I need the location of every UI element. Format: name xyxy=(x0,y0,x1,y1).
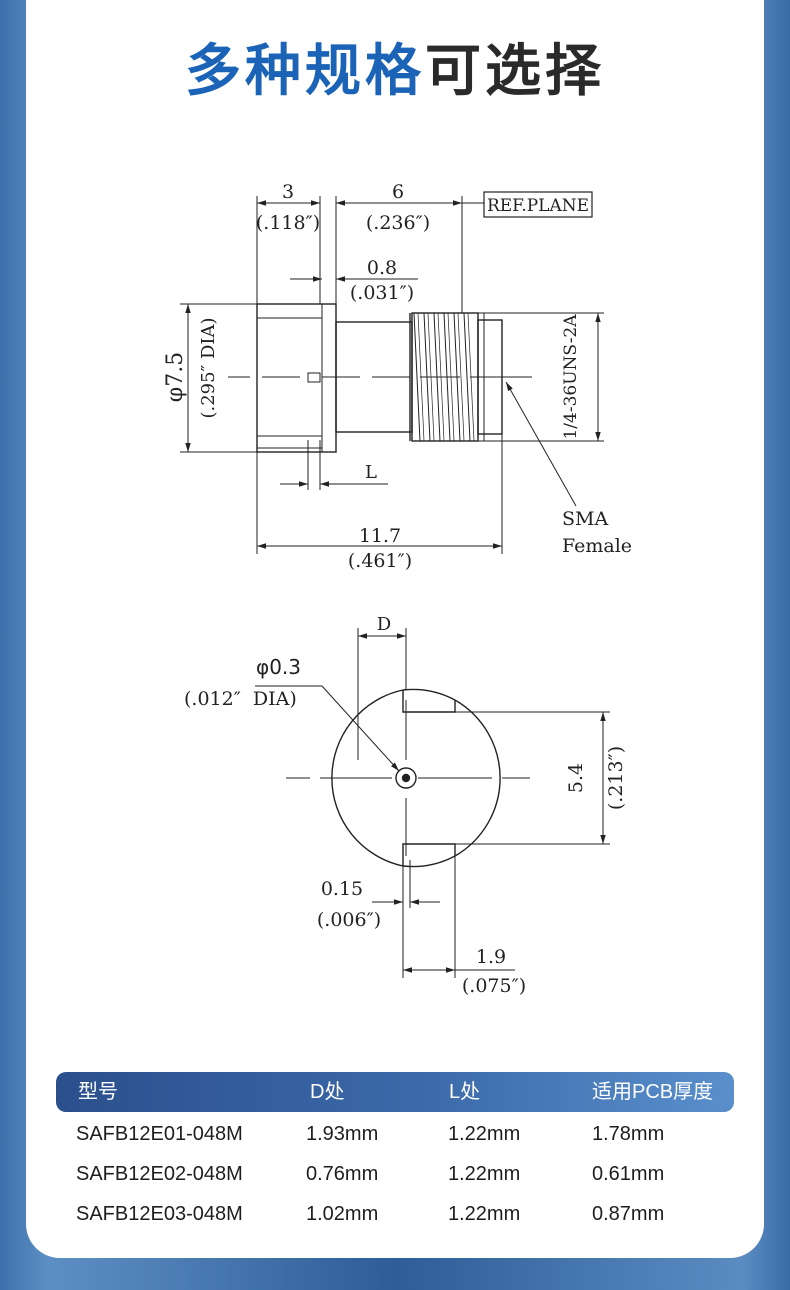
dim-slot-mm: 1.9 xyxy=(476,946,506,968)
cell-d: 1.02mm xyxy=(306,1203,379,1225)
front-view-labels: D φ0.3 (.012″ DIA) 5.4 (.213″) 0.15 (.00… xyxy=(184,614,627,997)
cell-pcb-thickness: 0.61mm xyxy=(592,1163,665,1185)
table-header: 型号 D处 L处 适用PCB厚度 xyxy=(56,1072,734,1112)
cell-model: SAFB12E01-048M xyxy=(76,1123,243,1145)
content-card xyxy=(26,0,764,1258)
header-l: L处 xyxy=(449,1081,481,1103)
sma-label: SMA xyxy=(562,508,608,530)
front-circle-right xyxy=(454,699,501,857)
cell-pcb-thickness: 0.87mm xyxy=(592,1203,665,1225)
cell-l: 1.22mm xyxy=(448,1203,521,1225)
title-highlight: 多种规格 xyxy=(185,39,425,104)
title-rest: 可选择 xyxy=(425,39,605,104)
dim-total-in: (.461″) xyxy=(348,550,412,572)
side-view-labels: 3 (.118″) 6 (.236″) REF.PLANE 0.8 (.031″… xyxy=(163,181,632,572)
header-pcb-thickness: 适用PCB厚度 xyxy=(592,1081,714,1103)
cell-l: 1.22mm xyxy=(448,1123,521,1145)
header-model: 型号 xyxy=(78,1081,118,1103)
thread-spec: 1/4-36UNS-2A xyxy=(561,314,581,440)
table-row: SAFB12E02-048M 0.76mm 1.22mm 0.61mm xyxy=(56,1152,734,1192)
dim-flange-in: (.118″) xyxy=(256,212,320,234)
pin-dia-in: (.012″ DIA) xyxy=(184,688,297,710)
table-row: SAFB12E01-048M 1.93mm 1.22mm 1.78mm xyxy=(56,1112,734,1152)
technical-drawing: 3 (.118″) 6 (.236″) REF.PLANE 0.8 (.031″… xyxy=(163,181,632,997)
female-label: Female xyxy=(562,535,632,557)
dim-d-label: D xyxy=(377,614,391,635)
dim-height-in: (.213″) xyxy=(605,746,627,810)
cell-model: SAFB12E03-048M xyxy=(76,1203,243,1225)
dim-total-mm: 11.7 xyxy=(359,525,401,547)
pin-dia-mm: φ0.3 xyxy=(256,655,301,679)
ref-plane-label: REF.PLANE xyxy=(487,196,589,216)
dia-mm: φ7.5 xyxy=(163,352,188,402)
dim-slot-in: (.075″) xyxy=(462,975,526,997)
cell-d: 0.76mm xyxy=(306,1163,379,1185)
table-row: SAFB12E03-048M 1.02mm 1.22mm 0.87mm xyxy=(56,1192,734,1232)
side-view xyxy=(180,196,604,554)
page-title: 多种规格可选择 xyxy=(0,26,790,107)
flange-outline xyxy=(256,303,337,453)
dim-gap-in: (.006″) xyxy=(317,909,381,931)
dia-in: (.295″ DIA) xyxy=(198,317,219,418)
cell-l: 1.22mm xyxy=(448,1163,521,1185)
front-view xyxy=(255,628,610,978)
ref-plane-box xyxy=(483,191,593,218)
dim-gap-mm: 0.15 xyxy=(321,878,363,900)
dim-step-in: (.031″) xyxy=(350,282,414,304)
spec-table: 型号 D处 L处 适用PCB厚度 SAFB12E01-048M 1.93mm 1… xyxy=(56,1072,734,1232)
cell-d: 1.93mm xyxy=(306,1123,379,1145)
dim-step-mm: 0.8 xyxy=(367,257,397,279)
header-d: D处 xyxy=(310,1081,345,1103)
dim-flange-mm: 3 xyxy=(282,181,294,203)
cell-model: SAFB12E02-048M xyxy=(76,1163,243,1185)
dim-body-mm: 6 xyxy=(392,181,404,203)
dim-body-in: (.236″) xyxy=(366,212,430,234)
dim-l-label: L xyxy=(365,462,377,483)
cell-pcb-thickness: 1.78mm xyxy=(592,1123,665,1145)
dim-height-mm: 5.4 xyxy=(565,763,587,793)
